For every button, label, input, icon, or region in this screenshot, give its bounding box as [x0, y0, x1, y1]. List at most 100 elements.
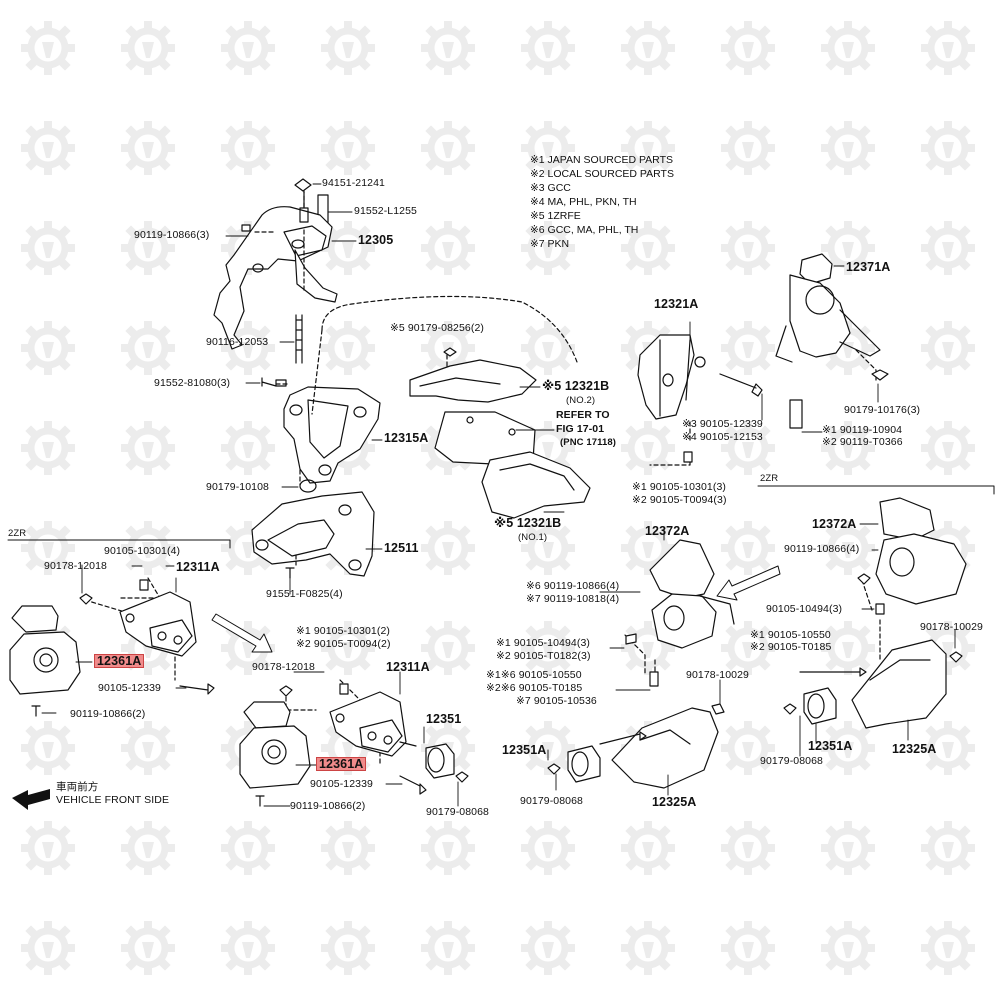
- part-label: (NO.2): [566, 395, 596, 406]
- legend-note: ※5 1ZRFE: [530, 210, 581, 222]
- part-12315A-bracket: [261, 377, 381, 493]
- watermark-gear-icon: [221, 421, 275, 475]
- part-12511-bracket: [251, 491, 375, 579]
- watermark-gear-icon: [21, 421, 75, 475]
- watermark-gear-icon: [521, 521, 575, 575]
- watermark-gear-icon: [921, 421, 975, 475]
- watermark-gear-icon: [721, 721, 775, 775]
- watermark-gear-icon: [621, 821, 675, 875]
- part-label: 12372A: [812, 517, 857, 531]
- watermark-gear-icon: [521, 621, 575, 675]
- watermark-gear-icon: [721, 21, 775, 75]
- watermark-gear-icon: [921, 21, 975, 75]
- vehicle-front-arrow-icon: [12, 789, 50, 810]
- watermark-gear-icon: [421, 821, 475, 875]
- part-label: 90119-10866(2): [70, 708, 146, 720]
- part-label: ※3 90105-12339: [682, 418, 763, 430]
- part-label: ※2※6 90105-T0185: [486, 682, 583, 694]
- watermark-gear-icon: [521, 321, 575, 375]
- watermark-gear-icon: [21, 521, 75, 575]
- part-12321B-no1: [434, 411, 591, 519]
- part-12325A-right: [851, 639, 963, 729]
- watermark-gear-icon: [321, 121, 375, 175]
- watermark-gear-icon: [421, 121, 475, 175]
- watermark-gear-icon: [321, 321, 375, 375]
- watermark-gear-icon: [321, 921, 375, 975]
- watermark-gear-icon: [821, 621, 875, 675]
- watermark-gear-icon: [721, 521, 775, 575]
- watermark-gear-icon: [921, 221, 975, 275]
- watermark-gear-icon: [921, 921, 975, 975]
- part-label: 90119-10866(2): [290, 800, 366, 812]
- watermark-gear-icon: [421, 221, 475, 275]
- watermark-gear-icon: [821, 121, 875, 175]
- watermark-gear-icon: [821, 221, 875, 275]
- part-label: 12325A: [652, 795, 697, 809]
- watermark-gear-icon: [521, 121, 575, 175]
- part-label: 12321A: [654, 297, 699, 311]
- part-12361A-mount-left: [9, 605, 81, 717]
- watermark-gear-icon: [121, 321, 175, 375]
- part-label: 12372A: [645, 524, 690, 538]
- part-label: 12371A: [846, 260, 891, 274]
- part-12372A-center: [625, 539, 735, 687]
- highlighted-part-label[interactable]: 12361A: [94, 654, 145, 668]
- legend-note: ※6 GCC, MA, PHL, TH: [530, 224, 639, 236]
- highlighted-part-label[interactable]: 12361A: [316, 757, 367, 771]
- part-label: 12511: [384, 541, 419, 555]
- watermark-gear-icon: [821, 421, 875, 475]
- part-label: ※1 90105-10550: [750, 629, 831, 641]
- part-label: 12351A: [502, 743, 547, 757]
- watermark-gear-icon: [721, 421, 775, 475]
- part-label: 90119-10866(4): [784, 543, 860, 555]
- watermark-gear-icon: [721, 821, 775, 875]
- watermark-gear-icon: [821, 921, 875, 975]
- part-label: 91552-L1255: [354, 205, 417, 217]
- watermark-gear-icon: [921, 721, 975, 775]
- part-12351A-right-bushing: [783, 667, 867, 725]
- part-label: ※1 90105-10301(2): [296, 625, 390, 637]
- part-label: ※1※6 90105-10550: [486, 669, 582, 681]
- part-label: 12351A: [808, 739, 853, 753]
- part-label: ※7 90119-10818(4): [526, 593, 620, 605]
- watermark-gear-icon: [321, 21, 375, 75]
- part-12371A-mount: [775, 253, 889, 429]
- watermark-gear-icon: [421, 521, 475, 575]
- section-label: 2ZR: [760, 473, 779, 484]
- reference-text: FIG 17-01: [556, 423, 605, 435]
- watermark-gear-icon: [121, 421, 175, 475]
- part-label: 12311A: [176, 560, 220, 574]
- watermark-gear-icon: [721, 121, 775, 175]
- watermark-gear-icon: [121, 121, 175, 175]
- part-label: ※7 90105-10536: [516, 695, 597, 707]
- part-label: 90179-08068: [760, 755, 823, 767]
- part-label: ※5 12321B: [542, 379, 610, 393]
- watermark-gear-icon: [321, 821, 375, 875]
- reference-text: REFER TO: [556, 409, 610, 421]
- watermark-gear-icon: [221, 121, 275, 175]
- part-label: ※2 90105-T0182(3): [496, 650, 591, 662]
- part-label: 90119-10866(3): [134, 229, 210, 241]
- watermark-gear-icon: [221, 921, 275, 975]
- part-label: 90105-12339: [310, 778, 373, 790]
- section-label: 2ZR: [8, 528, 27, 539]
- part-12321A-bracket: [637, 334, 763, 463]
- watermark-gear-icon: [121, 721, 175, 775]
- part-12321B-no2: [409, 347, 537, 403]
- part-label: 90179-08068: [426, 806, 489, 818]
- part-label: ※4 90105-12153: [682, 431, 763, 443]
- part-label: 12325A: [892, 742, 937, 756]
- watermark-gear-icon: [621, 21, 675, 75]
- watermark-gear-icon: [121, 21, 175, 75]
- watermark-gear-icon: [821, 821, 875, 875]
- part-label: 90179-08068: [520, 795, 583, 807]
- part-12372A-right: [857, 497, 967, 615]
- part-label: 90178-12018: [44, 560, 107, 572]
- direction-label: VEHICLE FRONT SIDE: [56, 794, 170, 806]
- watermark-gear-icon: [21, 721, 75, 775]
- watermark-gear-icon: [21, 121, 75, 175]
- watermark-gear-icon: [421, 21, 475, 75]
- part-12351-bushing: [425, 743, 469, 783]
- watermark-gear-icon: [21, 221, 75, 275]
- watermark-gear-icon: [721, 921, 775, 975]
